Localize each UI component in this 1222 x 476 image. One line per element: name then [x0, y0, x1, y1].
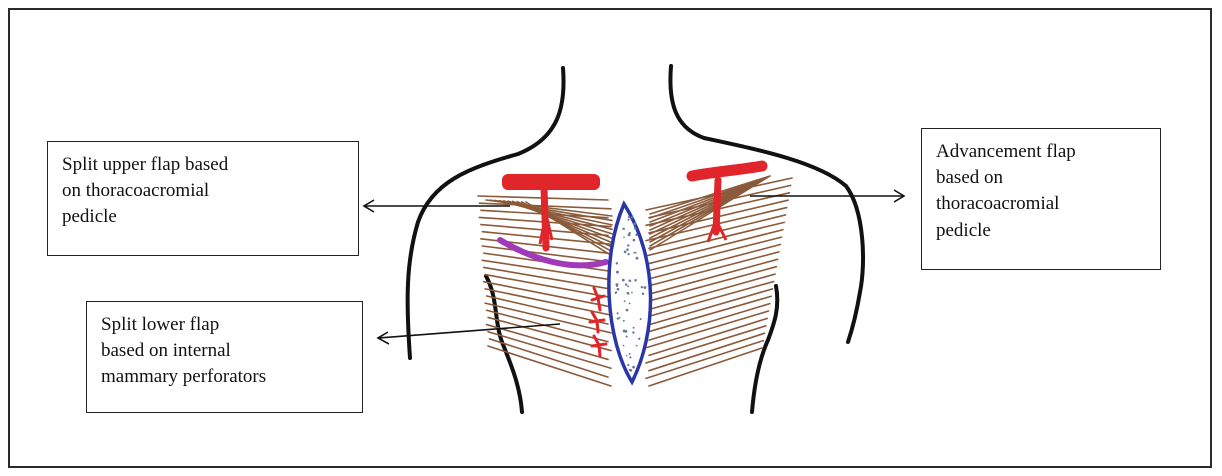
label-line: Advancement flap	[936, 139, 1146, 165]
label-line: pedicle	[62, 204, 344, 230]
stipple-dot	[617, 312, 619, 314]
stipple-dot	[626, 336, 628, 338]
stipple-dot	[641, 286, 643, 288]
stipple-dot	[616, 271, 619, 274]
stipple-dot	[635, 234, 638, 237]
stipple-dot	[627, 364, 629, 366]
muscle-fiber	[649, 259, 778, 294]
stipple-dot	[623, 237, 625, 239]
stipple-dot	[627, 253, 629, 255]
stipple-dot	[619, 317, 621, 319]
stipple-dot	[629, 356, 631, 358]
stipple-dot	[627, 285, 629, 287]
stipple-dot	[615, 291, 617, 293]
stipple-dot	[626, 355, 628, 357]
muscle-fiber	[646, 296, 771, 332]
stipple-dot	[643, 286, 646, 289]
label-line: Split lower flap	[101, 312, 348, 338]
muscle-fiber	[646, 311, 769, 348]
label-upper-flap: Split upper flap based on thoracoacromia…	[47, 141, 359, 256]
label-line: thoracoacromial	[936, 191, 1146, 217]
stipple-dot	[642, 293, 645, 296]
stipple-dot	[629, 280, 632, 283]
stipple-dot	[624, 251, 627, 254]
stipple-dot	[633, 239, 636, 242]
stipple-dot	[631, 216, 633, 218]
muscle-fiber	[646, 267, 776, 302]
stipple-dot	[633, 252, 635, 254]
muscle-fiber	[646, 326, 766, 363]
stipple-dot	[632, 366, 635, 369]
label-line: based on	[936, 165, 1146, 191]
muscle-fiber	[649, 289, 772, 325]
stipple-dot	[629, 353, 631, 355]
stipple-dot	[617, 288, 620, 291]
label-advancement-flap: Advancement flap based on thoracoacromia…	[921, 128, 1161, 270]
stipple-dot	[632, 331, 634, 333]
stipple-dot	[631, 292, 633, 294]
stipple-dot	[635, 252, 637, 254]
muscle-fiber	[646, 281, 774, 317]
muscle-fiber	[649, 348, 762, 386]
muscle-fiber	[649, 318, 767, 355]
stipple-dot	[624, 300, 626, 302]
muscle-fiber	[646, 237, 782, 271]
stipple-dot	[624, 330, 627, 333]
label-lower-flap: Split lower flap based on internal mamma…	[86, 301, 363, 413]
stipple-dot	[616, 262, 618, 264]
stipple-dot	[627, 219, 629, 221]
muscle-fiber	[646, 341, 763, 379]
muscle-fiber	[649, 304, 770, 340]
muscle-fiber	[488, 346, 611, 386]
stipple-dot	[627, 244, 629, 246]
stipple-dot	[622, 279, 625, 282]
stipple-dot	[636, 257, 639, 260]
label-line: mammary perforators	[101, 364, 348, 390]
stipple-dot	[633, 222, 636, 225]
perforator-1	[592, 288, 604, 310]
stipple-dot	[623, 320, 625, 322]
stipple-dot	[626, 309, 629, 312]
stipple-dot	[625, 283, 627, 285]
muscle-fiber	[649, 333, 765, 370]
stipple-dot	[616, 283, 619, 286]
muscle-fiber	[649, 274, 775, 309]
stipple-dot	[635, 227, 637, 229]
stipple-dot	[630, 369, 633, 372]
label-line: Split upper flap based	[62, 152, 344, 178]
muscle-fiber	[646, 252, 779, 287]
label-line: on thoracoacromial	[62, 178, 344, 204]
stipple-dot	[633, 327, 635, 329]
split-line	[500, 240, 606, 265]
stipple-dot	[623, 345, 625, 347]
stipple-dot	[640, 318, 642, 320]
stipple-dot	[629, 232, 631, 234]
stipple-dot	[636, 345, 638, 347]
stipple-dot	[623, 228, 625, 230]
arrow-lower-flap	[378, 324, 560, 338]
stipple-dot	[626, 248, 629, 251]
stipple-dot	[629, 302, 631, 304]
stipple-dot	[634, 279, 637, 282]
stipple-dot	[627, 292, 630, 295]
internal-mammary-perforators	[590, 288, 606, 356]
label-line: pedicle	[936, 218, 1146, 244]
label-line: based on internal	[101, 338, 348, 364]
stipple-dot	[628, 216, 630, 218]
stipple-dot	[638, 338, 640, 340]
